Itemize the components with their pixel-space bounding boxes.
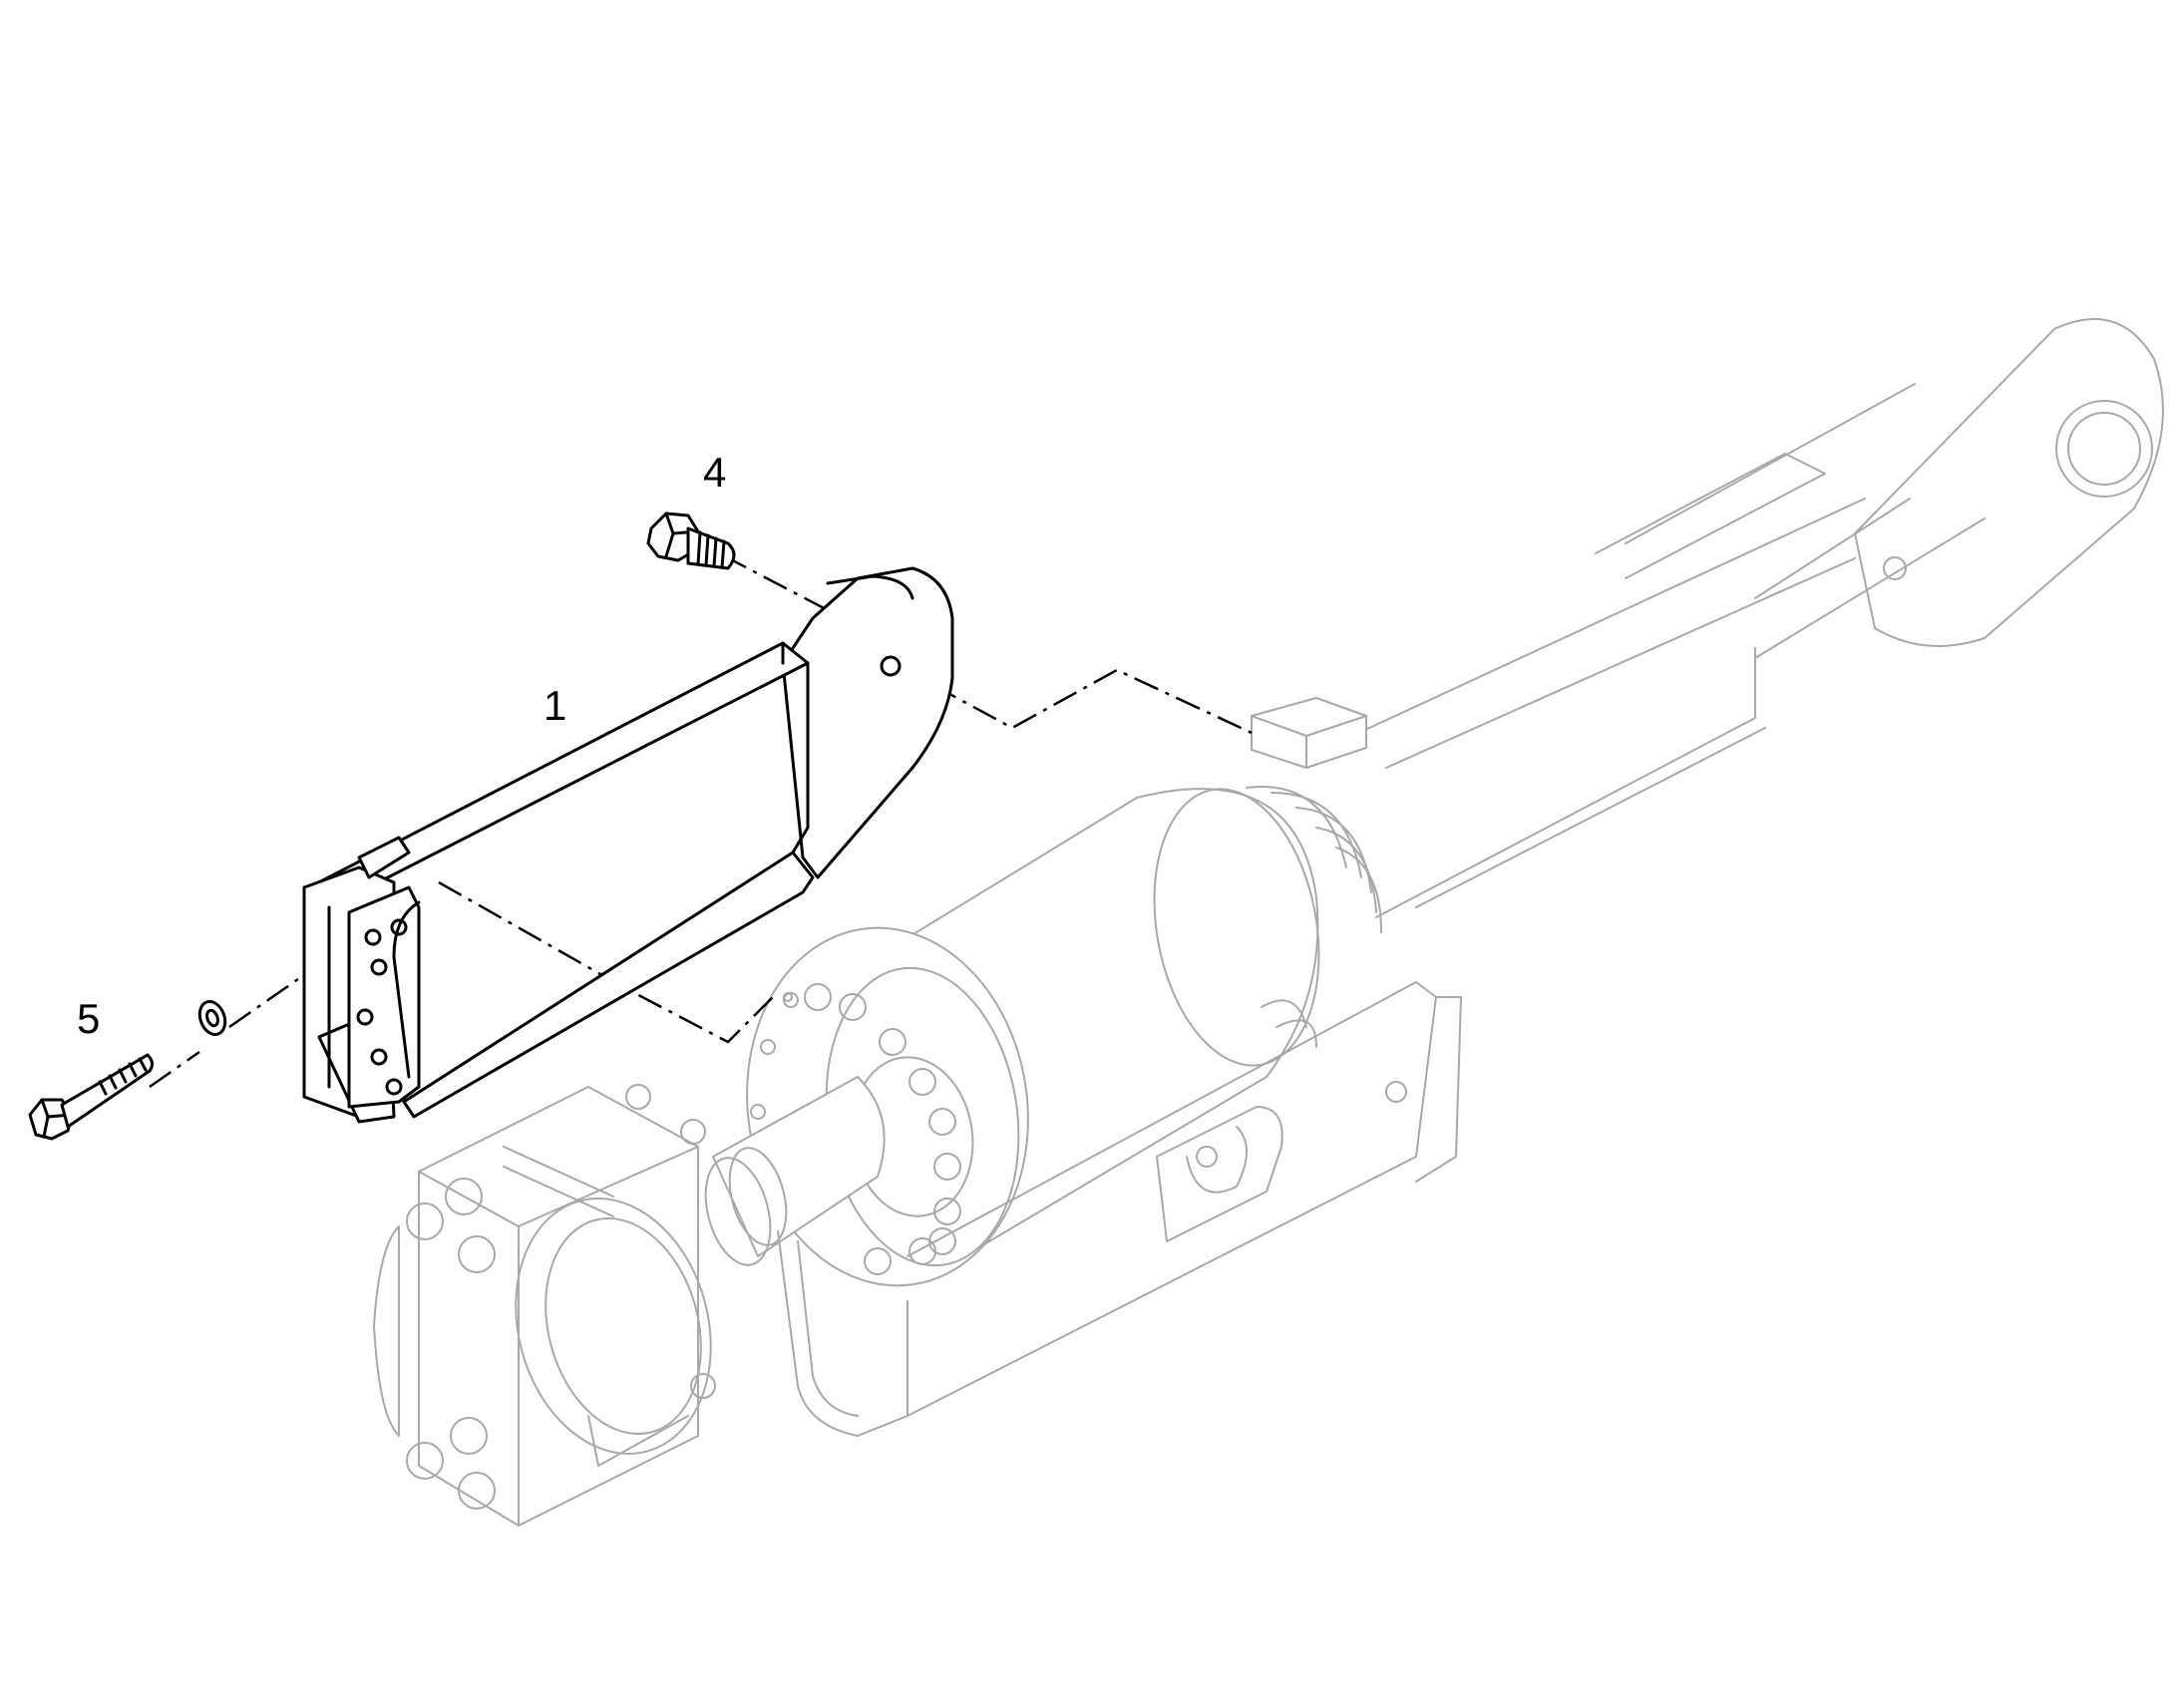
piston-rod <box>704 1076 886 1266</box>
flange-bolts <box>804 983 961 1275</box>
callout-part-1: 1 <box>544 682 566 729</box>
leader-part-1-flange <box>438 880 774 1044</box>
washer <box>197 1000 227 1036</box>
link-end-eye <box>1854 318 2164 647</box>
clamp-bolts <box>406 1084 716 1510</box>
part-1-bracket <box>302 566 954 1124</box>
part-5-long-bolt <box>28 1053 155 1141</box>
rod-clamp <box>373 1084 716 1527</box>
part-4-hex-bolt <box>646 512 736 570</box>
callout-part-4: 4 <box>703 449 726 496</box>
cylinder-lug <box>1251 697 1367 769</box>
lower-link-assembly <box>373 318 2164 1527</box>
callout-part-5: 5 <box>77 995 100 1042</box>
link-rod <box>1325 383 1986 918</box>
cylinder-guard <box>777 981 1462 1437</box>
leader-part-4 <box>722 553 829 612</box>
leader-part-5 <box>149 1050 200 1089</box>
leader-part-1-eye <box>892 661 1253 735</box>
